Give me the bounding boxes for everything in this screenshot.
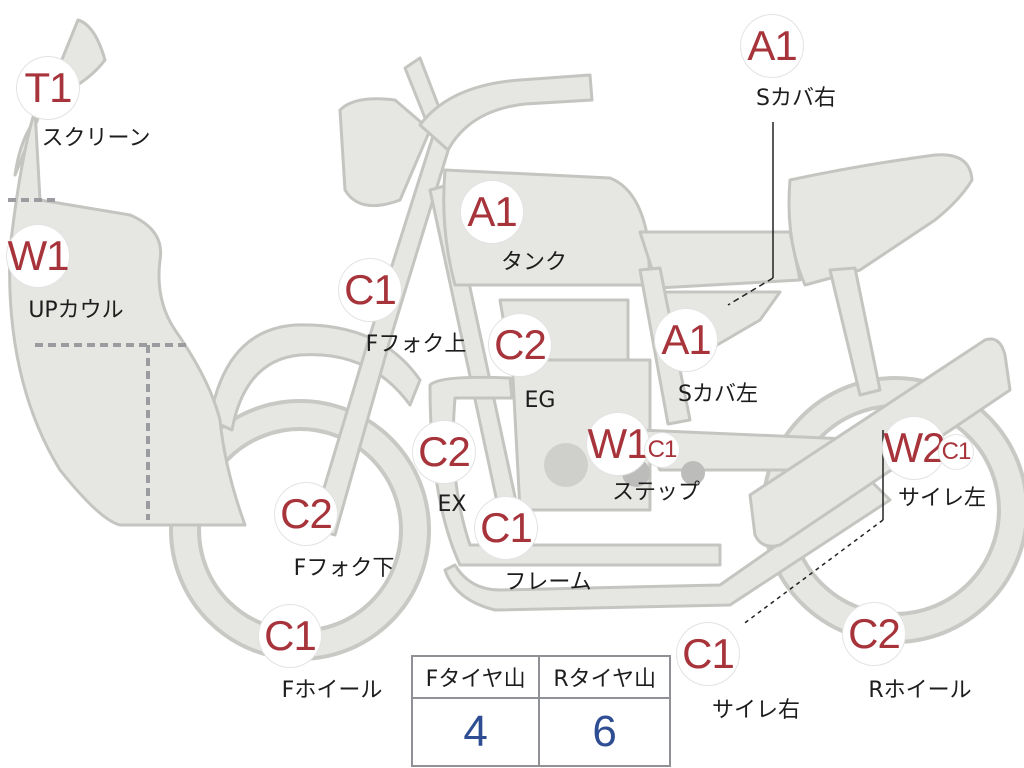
seat-rail-shape xyxy=(828,266,882,397)
muffler-right-grade-badge: C1 xyxy=(677,623,739,685)
tank-label: タンク xyxy=(500,250,568,275)
side-cover-left-grade-badge: A1 xyxy=(655,309,717,371)
muffler-shape xyxy=(748,337,1012,548)
rear-wheel-label: Rホイール xyxy=(868,678,972,703)
seat-shape xyxy=(638,230,802,290)
front-tire-value: 4 xyxy=(410,697,541,767)
side-cover-left-label: Sカバ左 xyxy=(678,382,758,407)
front-fork-lower-label: Fフォク下 xyxy=(293,556,395,581)
tire-tread-table: Fタイヤ山 Rタイヤ山 4 6 xyxy=(410,655,671,767)
exhaust-grade-badge: C2 xyxy=(413,421,475,483)
muffler-left-grade-badge-secondary: C1 xyxy=(939,435,973,469)
upper-cowl-grade-badge: W1 xyxy=(7,225,70,287)
upper-cowl-label: UPカウル xyxy=(28,298,124,323)
front-tire-header: Fタイヤ山 xyxy=(410,655,541,699)
step-label: ステップ xyxy=(611,480,701,505)
side-cover-right-grade-badge: A1 xyxy=(741,15,803,77)
rear-wheel-grade-badge: C2 xyxy=(843,603,905,665)
front-wheel-label: Fホイール xyxy=(281,678,383,703)
frame-lower-shape xyxy=(443,478,892,612)
screen-label: スクリーン xyxy=(41,126,151,151)
engine-grade-badge: C2 xyxy=(489,314,551,376)
screen-grade-badge: T1 xyxy=(17,57,79,119)
tank-grade-badge: A1 xyxy=(461,181,523,243)
rear-tire-header: Rタイヤ山 xyxy=(538,655,671,699)
exhaust-label: EX xyxy=(437,492,467,517)
front-fork-lower-grade-badge: C2 xyxy=(275,483,337,545)
frame-grade-badge: C1 xyxy=(475,497,537,559)
engine-case-circle xyxy=(544,443,588,487)
front-fork-upper-label: Fフォク上 xyxy=(365,332,467,357)
upper-frame-shape xyxy=(418,73,594,152)
headlight-shape xyxy=(338,97,432,208)
exhaust-pipe-shape xyxy=(428,375,722,567)
step-grade-badge-secondary: C1 xyxy=(645,433,679,467)
muffler-right-label: サイレ右 xyxy=(711,698,801,723)
rear-cowl-shape xyxy=(787,153,974,287)
rear-tire-value: 6 xyxy=(538,697,671,767)
step-grade-badge: W1 xyxy=(587,413,650,475)
footpeg-rear-circle xyxy=(681,461,705,485)
engine-label: EG xyxy=(524,388,556,413)
muffler-left-grade-badge: W2 xyxy=(883,417,946,479)
screen-shape xyxy=(13,18,107,177)
front-wheel-grade-badge: C1 xyxy=(259,605,321,667)
frame-label: フレーム xyxy=(504,570,592,595)
front-fork-upper-grade-badge: C1 xyxy=(339,259,401,321)
side-cover-right-label: Sカバ右 xyxy=(756,86,836,111)
muffler-left-label: サイレ左 xyxy=(897,486,987,511)
